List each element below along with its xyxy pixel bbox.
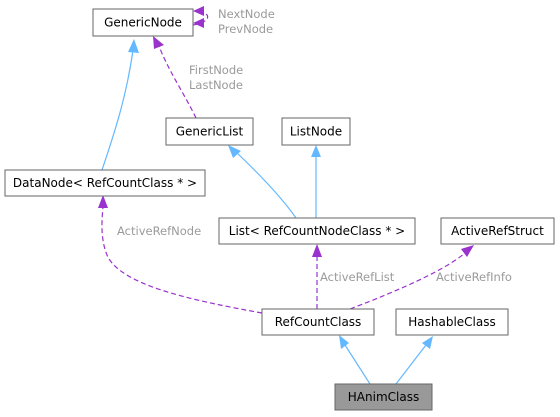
label-active-ref-node: ActiveRefNode	[117, 224, 201, 238]
arrow-genericnode-self-prev	[193, 18, 204, 28]
node-generic-node[interactable]: GenericNode	[92, 8, 194, 37]
node-data-node-box	[4, 169, 206, 197]
node-generic-node-box	[92, 8, 194, 37]
arrow-refcount-to-datanode	[98, 195, 108, 208]
node-active-ref-struct-label: ActiveRefStruct	[451, 224, 544, 238]
node-data-node[interactable]: DataNode< RefCountClass * >	[4, 169, 206, 197]
arrow-genericnode-self-next	[193, 6, 204, 16]
arrow-refcount-to-list	[312, 244, 322, 257]
arrow-list-to-listnode	[311, 145, 321, 157]
node-list-refcount[interactable]: List< RefCountNodeClass * >	[218, 217, 416, 245]
node-list-refcount-label: List< RefCountNodeClass * >	[229, 224, 405, 238]
node-list-node[interactable]: ListNode	[281, 117, 351, 146]
node-list-node-box	[281, 117, 351, 146]
node-active-ref-struct[interactable]: ActiveRefStruct	[440, 217, 555, 245]
node-refcount-class-label: RefCountClass	[275, 315, 362, 329]
node-generic-list[interactable]: GenericList	[165, 117, 254, 146]
node-data-node-label: DataNode< RefCountClass * >	[13, 176, 197, 190]
edge-refcount-to-activerefstruct	[349, 252, 466, 310]
edge-hanim-to-refcount	[344, 344, 371, 385]
label-last-node: LastNode	[189, 78, 243, 92]
node-generic-node-label: GenericNode	[104, 16, 182, 30]
node-hanim-class-box	[334, 383, 433, 411]
label-active-ref-list: ActiveRefList	[320, 270, 395, 284]
node-refcount-class-box	[261, 308, 375, 336]
edge-hanim-to-hashable	[395, 344, 427, 385]
node-generic-list-label: GenericList	[176, 125, 244, 139]
edge-genericlist-to-genericnode	[158, 45, 197, 119]
node-hashable-class-box	[395, 308, 509, 336]
arrow-refcount-to-activerefstruct	[461, 245, 474, 257]
arrow-hanim-to-hashable	[422, 336, 433, 349]
edge-refcount-to-datanode	[101, 206, 263, 314]
node-list-refcount-box	[218, 217, 416, 245]
arrow-datanode-to-genericnode	[128, 39, 139, 53]
node-hanim-class[interactable]: HAnimClass	[334, 383, 433, 411]
node-refcount-class[interactable]: RefCountClass	[261, 308, 375, 336]
arrow-genericlist-to-genericnode	[153, 36, 164, 49]
node-hanim-class-label: HAnimClass	[348, 390, 419, 404]
node-hashable-class[interactable]: HashableClass	[395, 308, 509, 336]
label-active-ref-info: ActiveRefInfo	[436, 270, 512, 284]
node-hashable-class-label: HashableClass	[408, 315, 496, 329]
arrow-hanim-to-refcount	[339, 335, 349, 349]
node-active-ref-struct-box	[440, 217, 555, 245]
node-generic-list-box	[165, 117, 254, 146]
arrow-list-to-genericlist	[228, 145, 241, 158]
edge-datanode-to-genericnode	[101, 49, 134, 171]
label-prev-node: PrevNode	[218, 22, 273, 36]
label-next-node: NextNode	[218, 7, 275, 21]
label-first-node: FirstNode	[189, 63, 243, 77]
node-list-node-label: ListNode	[290, 125, 342, 139]
edge-list-to-genericlist	[235, 151, 297, 219]
